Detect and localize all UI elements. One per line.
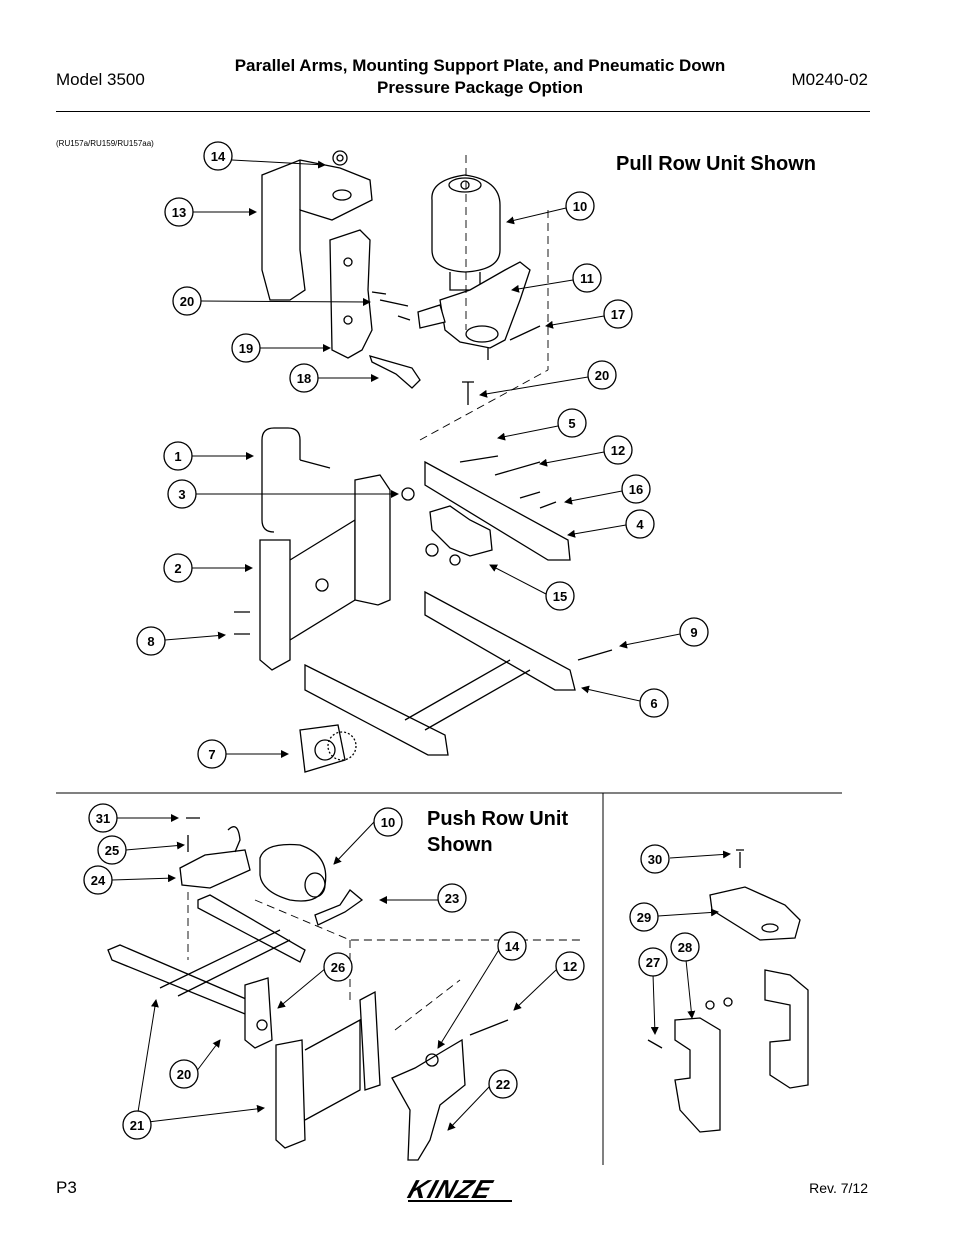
page-title: Parallel Arms, Mounting Support Plate, a… (170, 55, 790, 99)
svg-text:25: 25 (105, 843, 119, 858)
svg-text:1: 1 (174, 449, 181, 464)
page-number: P3 (56, 1178, 77, 1197)
svg-text:12: 12 (563, 959, 577, 974)
callout-27: 27 (638, 947, 668, 977)
svg-text:7: 7 (208, 747, 215, 762)
page-title-line-1: Parallel Arms, Mounting Support Plate, a… (234, 56, 726, 75)
svg-text:14: 14 (505, 939, 520, 954)
callout-14: 14 (203, 141, 233, 171)
callout-15: 15 (545, 581, 575, 611)
svg-text:23: 23 (445, 891, 459, 906)
svg-text:19: 19 (239, 341, 253, 356)
callout-18: 18 (289, 363, 319, 393)
svg-text:15: 15 (553, 589, 567, 604)
svg-text:12: 12 (611, 443, 625, 458)
brand-name: KINZE (404, 1175, 497, 1204)
svg-text:3: 3 (178, 487, 185, 502)
callout-7: 7 (197, 739, 227, 769)
push-row-unit-drawing (107, 817, 580, 1161)
svg-text:24: 24 (91, 873, 106, 888)
svg-text:13: 13 (172, 205, 186, 220)
callout-21: 21 (122, 1110, 152, 1140)
pull-callouts: 14 13 10 11 20 17 19 18 20 5 1 12 3 16 4… (136, 141, 709, 769)
push-title-line-2: Shown (427, 834, 493, 856)
callout-29: 29 (629, 902, 659, 932)
figure-reference: (RU157a/RU159/RU157aa) (56, 139, 154, 148)
callout-26: 26 (323, 952, 353, 982)
right-callouts: 30 29 27 28 (629, 844, 700, 977)
svg-text:6: 6 (650, 696, 657, 711)
callout-10: 10 (565, 191, 595, 221)
callout-1: 1 (163, 441, 193, 471)
svg-text:9: 9 (690, 625, 697, 640)
svg-text:22: 22 (496, 1077, 510, 1092)
callout-20b: 20 (587, 360, 617, 390)
svg-text:2: 2 (174, 561, 181, 576)
model-label: Model 3500 (56, 70, 145, 89)
svg-text:20: 20 (177, 1067, 191, 1082)
kinze-logo: KINZE (404, 1175, 512, 1204)
callout-23: 23 (437, 883, 467, 913)
svg-text:18: 18 (297, 371, 311, 386)
revision-label: Rev. 7/12 (809, 1180, 868, 1196)
pull-section-title: Pull Row Unit Shown (616, 153, 816, 175)
svg-text:17: 17 (611, 307, 625, 322)
callout-3: 3 (167, 479, 197, 509)
callout-4: 4 (625, 509, 655, 539)
svg-text:21: 21 (130, 1118, 144, 1133)
svg-text:8: 8 (147, 634, 154, 649)
callout-6: 6 (639, 688, 669, 718)
svg-text:10: 10 (573, 199, 587, 214)
callout-9: 9 (679, 617, 709, 647)
callout-28: 28 (670, 932, 700, 962)
leader-arrows (111, 159, 731, 1131)
svg-text:20: 20 (595, 368, 609, 383)
svg-text:16: 16 (629, 482, 643, 497)
callout-12: 12 (603, 435, 633, 465)
callout-10-push: 10 (373, 807, 403, 837)
svg-text:27: 27 (646, 955, 660, 970)
callout-31: 31 (88, 803, 118, 833)
callout-5: 5 (557, 408, 587, 438)
callout-8: 8 (136, 626, 166, 656)
callout-16: 16 (621, 474, 651, 504)
page-title-line-2: Pressure Package Option (377, 78, 583, 97)
callout-17: 17 (603, 299, 633, 329)
callout-12-push: 12 (555, 951, 585, 981)
svg-text:5: 5 (568, 416, 575, 431)
callout-19: 19 (231, 333, 261, 363)
callout-13: 13 (164, 197, 194, 227)
svg-text:26: 26 (331, 960, 345, 975)
callout-30: 30 (640, 844, 670, 874)
header-rule (56, 111, 870, 112)
callout-20: 20 (172, 286, 202, 316)
callout-24: 24 (83, 865, 113, 895)
callout-14-push: 14 (497, 931, 527, 961)
callout-22: 22 (488, 1069, 518, 1099)
right-section-drawing (647, 849, 809, 1133)
svg-text:31: 31 (96, 811, 110, 826)
svg-text:20: 20 (180, 294, 194, 309)
callout-2: 2 (163, 553, 193, 583)
svg-text:14: 14 (211, 149, 226, 164)
pull-row-unit-drawing (234, 150, 613, 773)
svg-text:11: 11 (580, 271, 594, 286)
callout-20-push: 20 (169, 1059, 199, 1089)
svg-text:29: 29 (637, 910, 651, 925)
document-number: M0240-02 (791, 70, 868, 89)
push-callouts: 31 10 25 24 23 14 26 12 20 22 21 (83, 803, 585, 1140)
svg-text:10: 10 (381, 815, 395, 830)
svg-text:30: 30 (648, 852, 662, 867)
callout-25: 25 (97, 835, 127, 865)
section-dividers (56, 792, 842, 1165)
push-title-line-1: Push Row Unit (427, 808, 569, 830)
svg-text:4: 4 (636, 517, 644, 532)
callout-11: 11 (572, 263, 602, 293)
svg-text:28: 28 (678, 940, 692, 955)
push-section-title: Push Row Unit Shown (427, 806, 568, 858)
